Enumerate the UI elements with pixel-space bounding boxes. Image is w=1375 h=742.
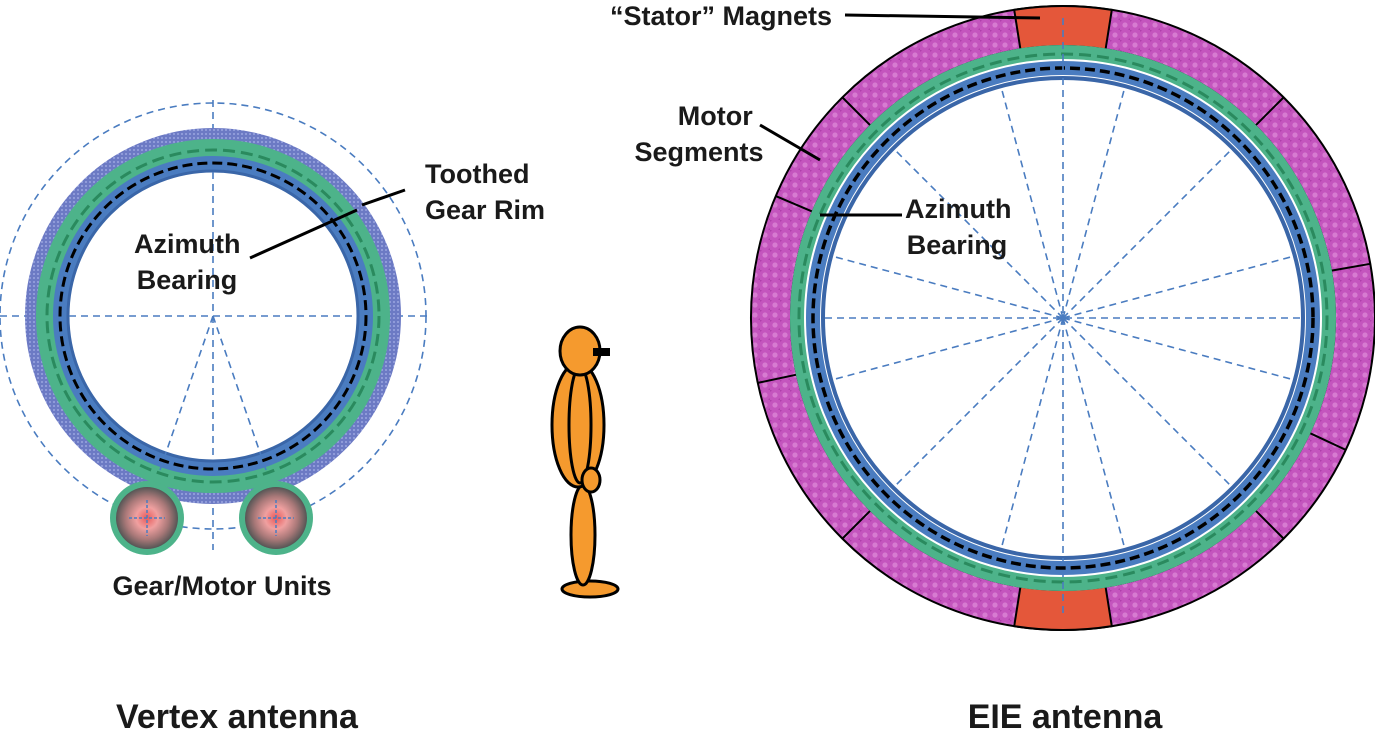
motor-segment-divider-0	[1254, 96, 1285, 127]
motor-segment-divider-1	[1330, 262, 1371, 272]
toothed-gear-rim-leader	[361, 188, 406, 207]
gear-motor-unit-right	[239, 481, 313, 555]
motor-segment-divider-5	[757, 373, 798, 384]
gear-rim-dashed-line	[45, 148, 381, 484]
eie-spoke-3	[1062, 317, 1294, 381]
eie-azimuth-bearing-label: Azimuth Bearing	[905, 194, 1019, 260]
vertex-azimuth-bearing-leader	[249, 208, 358, 260]
eie-antenna-caption: EIE antenna	[968, 698, 1164, 736]
motor-segment-divider-6	[775, 195, 814, 213]
toothed-gear-rim-label: Toothed Gear Rim	[425, 159, 545, 225]
eie-spoke-11	[1000, 87, 1064, 319]
gear-motor-unit-left	[110, 481, 184, 555]
person-foot	[560, 579, 620, 599]
azimuth-bearing-dashed-line	[58, 161, 368, 471]
vertex-antenna: Toothed Gear Rim Azimuth Bearing Gear/Mo…	[0, 100, 545, 736]
motor-segment-divider-4	[841, 509, 872, 540]
eie-spoke-1	[1062, 149, 1232, 319]
stator-magnets-leader	[844, 13, 1041, 20]
eie-spoke-5	[1062, 317, 1126, 549]
eie-antenna: “Stator” Magnets Motor Segments Azimuth …	[610, 1, 1375, 736]
person-scale-figure	[550, 325, 620, 599]
motor-segment-divider-3	[1254, 509, 1285, 540]
eie-spoke-4	[1062, 317, 1232, 487]
person-hand	[580, 466, 602, 494]
eie-spoke-lines	[825, 18, 1301, 618]
person-arm	[567, 365, 593, 485]
toothed-gear-rim	[36, 139, 390, 493]
eie-spoke-6	[1000, 317, 1064, 549]
motor-segment-divider-2	[1309, 432, 1347, 451]
vertex-antenna-caption: Vertex antenna	[116, 698, 359, 736]
motor-segments-leader	[759, 123, 821, 162]
eie-spoke-7	[894, 317, 1064, 487]
vertex-azimuth-bearing-label: Azimuth Bearing	[134, 229, 248, 295]
motor-segment-divider-7	[841, 96, 872, 127]
person-visor	[593, 348, 610, 356]
eie-spoke-10	[894, 149, 1064, 319]
stator-magnets-label: “Stator” Magnets	[610, 1, 832, 31]
eie-spoke-8	[832, 317, 1064, 381]
motor-segments-label: Motor Segments	[634, 101, 763, 167]
gear-motor-units-label: Gear/Motor Units	[112, 571, 331, 601]
eie-spoke-2	[1062, 255, 1294, 319]
eie-spoke-0	[1062, 87, 1126, 319]
eie-spoke-9	[832, 255, 1064, 319]
toothed-gear-rim-outline	[25, 128, 401, 504]
person-leg	[569, 483, 597, 587]
